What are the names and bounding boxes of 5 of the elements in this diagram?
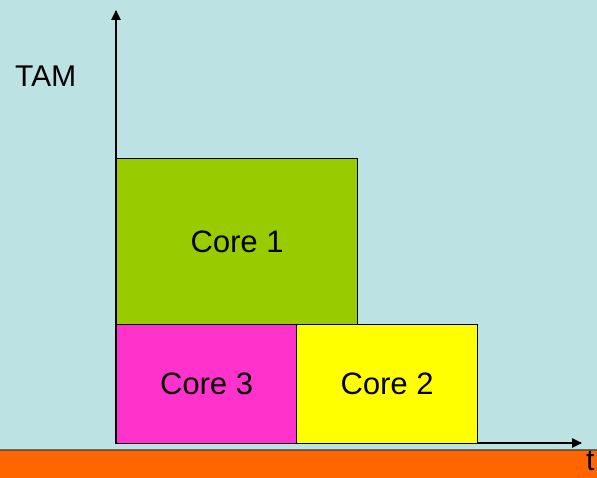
core-block: Core 3 [116,324,297,444]
axis-label: TAM [15,62,76,92]
core-block: Core 2 [296,324,478,444]
core-block: Core 1 [116,158,358,325]
axis-label: t [586,446,594,476]
